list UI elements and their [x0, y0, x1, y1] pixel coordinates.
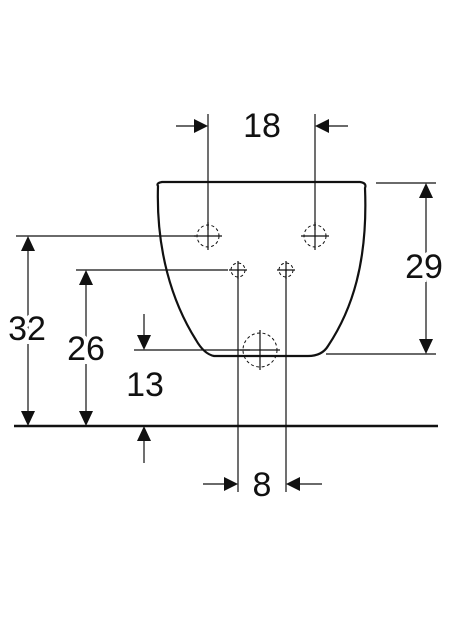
supply-left-symbol [229, 261, 247, 279]
dimension-label-32: 32 [8, 310, 46, 348]
dimension-29: 29 [401, 183, 447, 354]
dimension-label-18: 18 [243, 107, 281, 145]
dimension-label-29: 29 [405, 248, 443, 286]
supply-right-symbol [277, 261, 295, 279]
top-right-fixing-symbol [301, 222, 329, 250]
dimension-8: 8 [203, 466, 322, 504]
dimension-26: 26 [63, 270, 109, 426]
dimension-label-13: 13 [126, 366, 164, 404]
dimension-32: 32 [4, 236, 50, 426]
top-left-fixing-symbol [194, 222, 222, 250]
waste-outlet-symbol [240, 330, 280, 370]
dimension-label-26: 26 [67, 330, 105, 368]
dimension-13: 13 [126, 314, 164, 463]
bowl-outline [156, 180, 367, 358]
dimension-label-8: 8 [253, 466, 272, 504]
dimension-18: 18 [176, 107, 348, 145]
